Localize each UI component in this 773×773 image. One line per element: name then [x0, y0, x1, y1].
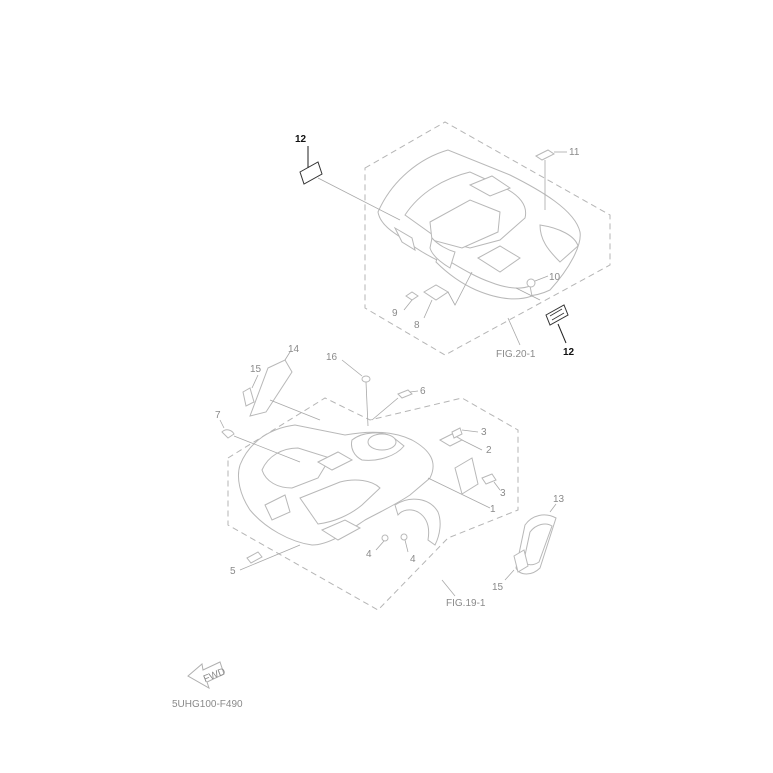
- callout-9: 9: [392, 308, 398, 319]
- part-11-plug: [535, 149, 555, 161]
- callout-3-lower: 3: [500, 488, 506, 499]
- fig-ref-20-1: FIG.20-1: [496, 349, 536, 360]
- callout-16: 16: [326, 352, 338, 363]
- part-4-bolt-left: [381, 534, 389, 542]
- part-12-label-right: [545, 304, 569, 326]
- rear-fender-dashed-outline: [364, 121, 611, 356]
- part-3-screw-lower: [481, 473, 497, 485]
- fig-ref-19-1: FIG.19-1: [446, 598, 486, 609]
- callout-10: 10: [549, 272, 561, 283]
- callout-11: 11: [569, 147, 580, 158]
- callout-14: 14: [288, 344, 300, 355]
- callout-4-right: 4: [410, 554, 416, 565]
- fwd-arrow-icon: FWD: [187, 661, 227, 690]
- callout-2: 2: [486, 445, 492, 456]
- callout-12-right: 12: [563, 347, 575, 358]
- part-15-reflector-lower: [513, 549, 529, 573]
- front-fender: [237, 424, 434, 546]
- part-4-bolt-right: [400, 533, 408, 541]
- callout-8: 8: [414, 320, 420, 331]
- part-8-plate: [423, 284, 449, 301]
- part-6-plug: [397, 389, 413, 399]
- front-fender-group: 1 2 3 3 4 4 5 6 7: [215, 344, 565, 611]
- part-5-label: [246, 551, 263, 564]
- rear-fender-group: 11 10 8 9 12 12 FIG.20-1: [295, 121, 611, 360]
- part-16-grommet: [361, 375, 371, 383]
- part-14-side-cover: [249, 359, 293, 417]
- callout-15-upper: 15: [250, 364, 262, 375]
- part-7-cap: [221, 429, 235, 439]
- callout-4-left: 4: [366, 549, 372, 560]
- front-inner-fender: [394, 498, 441, 546]
- callout-6: 6: [420, 386, 426, 397]
- callout-3-upper: 3: [481, 427, 487, 438]
- callout-15-lower: 15: [492, 582, 504, 593]
- part-15-reflector-upper: [242, 387, 255, 407]
- part-12-label-left: [299, 161, 323, 185]
- callout-5: 5: [230, 566, 236, 577]
- part-9-clip: [405, 291, 419, 301]
- part-3-screw-upper: [451, 427, 463, 439]
- diagram-code: 5UHG100-F490: [172, 699, 243, 710]
- front-fender-dashed-outline: [227, 397, 519, 611]
- callout-7: 7: [215, 410, 221, 421]
- callout-1: 1: [490, 504, 496, 515]
- callout-13: 13: [553, 494, 565, 505]
- front-side-panel: [454, 457, 479, 495]
- callout-12-left: 12: [295, 134, 307, 145]
- part-10-grommet: [526, 278, 536, 288]
